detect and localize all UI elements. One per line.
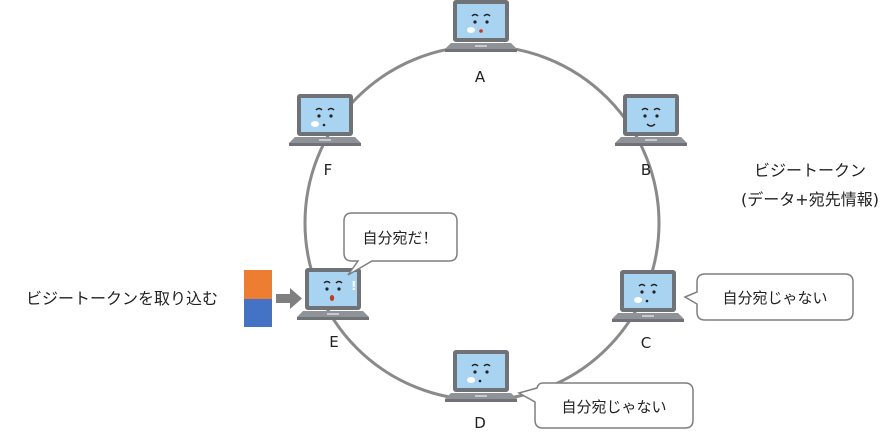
- face-icon: [641, 107, 661, 127]
- node-label-e: E: [329, 333, 338, 351]
- laptop-d[interactable]: [445, 350, 517, 402]
- face-icon: !: [323, 279, 356, 301]
- speech-bubble-c: 自分宛じゃない: [683, 273, 854, 321]
- intake-caption: ビジートークンを取り込む: [26, 289, 218, 308]
- bubble-text-d: 自分宛じゃない: [561, 398, 666, 416]
- node-label-f: F: [324, 161, 333, 179]
- laptop-b[interactable]: [615, 94, 687, 146]
- bubble-text-c: 自分宛じゃない: [722, 289, 827, 307]
- face-icon: [634, 283, 658, 303]
- node-label-d: D: [474, 414, 486, 432]
- laptop-a[interactable]: [445, 0, 517, 52]
- laptop-e[interactable]: !: [297, 268, 369, 320]
- node-label-b: B: [641, 161, 651, 179]
- bubble-text-e: 自分宛だ！: [362, 229, 437, 247]
- face-icon: [467, 13, 491, 33]
- node-label-c: C: [641, 334, 651, 352]
- speech-bubble-e: 自分宛だ！: [343, 212, 458, 276]
- face-icon: [467, 363, 491, 383]
- token-caption-line2: (データ+宛先情報): [741, 190, 879, 209]
- svg-text:!: !: [351, 279, 356, 293]
- token-caption-line1: ビジートークン: [754, 161, 866, 180]
- face-icon: [311, 107, 335, 127]
- laptop-c[interactable]: [612, 270, 684, 322]
- node-label-a: A: [475, 68, 486, 86]
- laptop-f[interactable]: [289, 94, 361, 146]
- busy-token-icon: [244, 270, 272, 327]
- intake-arrow-icon: [276, 288, 302, 309]
- speech-bubble-d: 自分宛じゃない: [517, 382, 694, 429]
